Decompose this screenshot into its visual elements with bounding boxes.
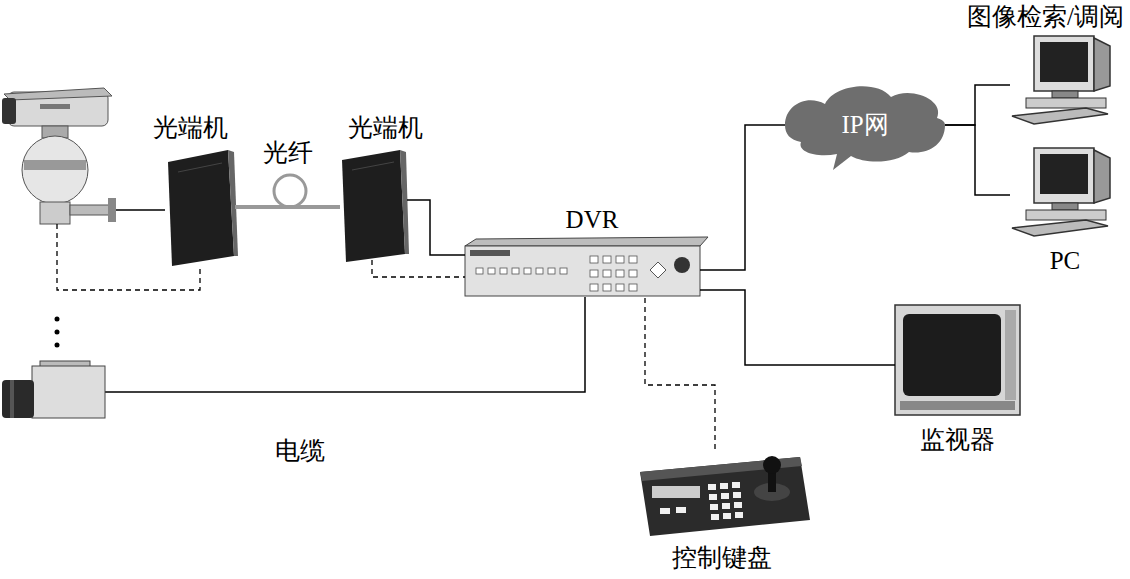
device-label: 监视器 (920, 425, 995, 455)
pc-computer (1012, 36, 1110, 124)
edge-label: 光纤 (261, 138, 315, 168)
ellipsis-dots (55, 317, 60, 348)
monitor-side (1005, 310, 1016, 400)
cable-wire (105, 297, 585, 392)
dvr-nav-pad (650, 262, 666, 278)
camera-body (32, 366, 105, 418)
keyboard-display (652, 486, 700, 498)
camera-lens (2, 98, 16, 124)
transceiver-groove (178, 163, 222, 172)
network-link (700, 125, 785, 270)
ptz-camera (2, 88, 116, 224)
video-link (700, 290, 895, 365)
pc-station: PC (1010, 148, 1110, 238)
head-band (24, 160, 86, 170)
keyboard-keys (660, 482, 743, 520)
device-label: 光端机 (348, 113, 423, 143)
network-link (945, 125, 1010, 195)
keyboard-edge (640, 457, 802, 481)
head-base (40, 202, 70, 224)
pc-computer (1012, 148, 1110, 236)
optical-transceiver (168, 150, 238, 266)
pan-tilt-head (22, 136, 88, 204)
dvr-unit (465, 237, 708, 296)
brand-strip (40, 104, 70, 109)
pc-station: 图像检索/调阅 (1010, 35, 1110, 125)
cloud-shape (785, 86, 945, 170)
control-keyboard: 控制键盘 (635, 450, 810, 538)
control-link (372, 260, 465, 277)
sun-shield (4, 88, 112, 100)
keyboard-body (640, 457, 810, 536)
video-wire (116, 209, 165, 211)
dvr-buttons (476, 256, 637, 291)
optical-fiber (235, 205, 340, 209)
device-label: 控制键盘 (672, 543, 772, 573)
optical-transceiver: 光端机 (340, 150, 407, 260)
cable-label: 电缆 (273, 436, 327, 466)
video-monitor (895, 305, 1020, 415)
optical-transceiver (342, 150, 409, 262)
dvr-box: DVR (465, 240, 700, 298)
device-label: 图像检索/调阅 (967, 2, 1124, 32)
transceiver-side (228, 150, 238, 256)
monitor-screen (903, 314, 1001, 396)
device-label: 光端机 (153, 113, 228, 143)
ip-network-cloud: IP网 (785, 80, 945, 170)
node-text: IP网 (841, 110, 888, 140)
control-link (645, 298, 715, 450)
dvr-knob (674, 257, 690, 273)
transceiver-body (168, 150, 234, 266)
control-keyboard (640, 456, 810, 536)
transceiver-body (342, 150, 405, 262)
lens-ring (10, 380, 14, 418)
dvr-brand (470, 250, 510, 256)
dvr-top (465, 237, 708, 246)
network-link (945, 85, 1010, 125)
optical-transceiver: 光端机 (165, 150, 235, 265)
device-label: DVR (566, 205, 619, 235)
fiber-loop (274, 175, 306, 207)
monitor-case (895, 305, 1020, 415)
camera-lens (2, 380, 34, 418)
video-link (407, 200, 465, 255)
box-camera (2, 361, 105, 418)
video-monitor: 监视器 (895, 305, 1020, 415)
dvr-front (465, 246, 700, 296)
device-label: PC (1050, 246, 1081, 276)
joystick-knob (763, 456, 781, 474)
transceiver-side (400, 150, 409, 254)
transceiver-groove (352, 162, 394, 170)
monitor-controls (900, 401, 1015, 410)
mount-plate (108, 198, 116, 222)
